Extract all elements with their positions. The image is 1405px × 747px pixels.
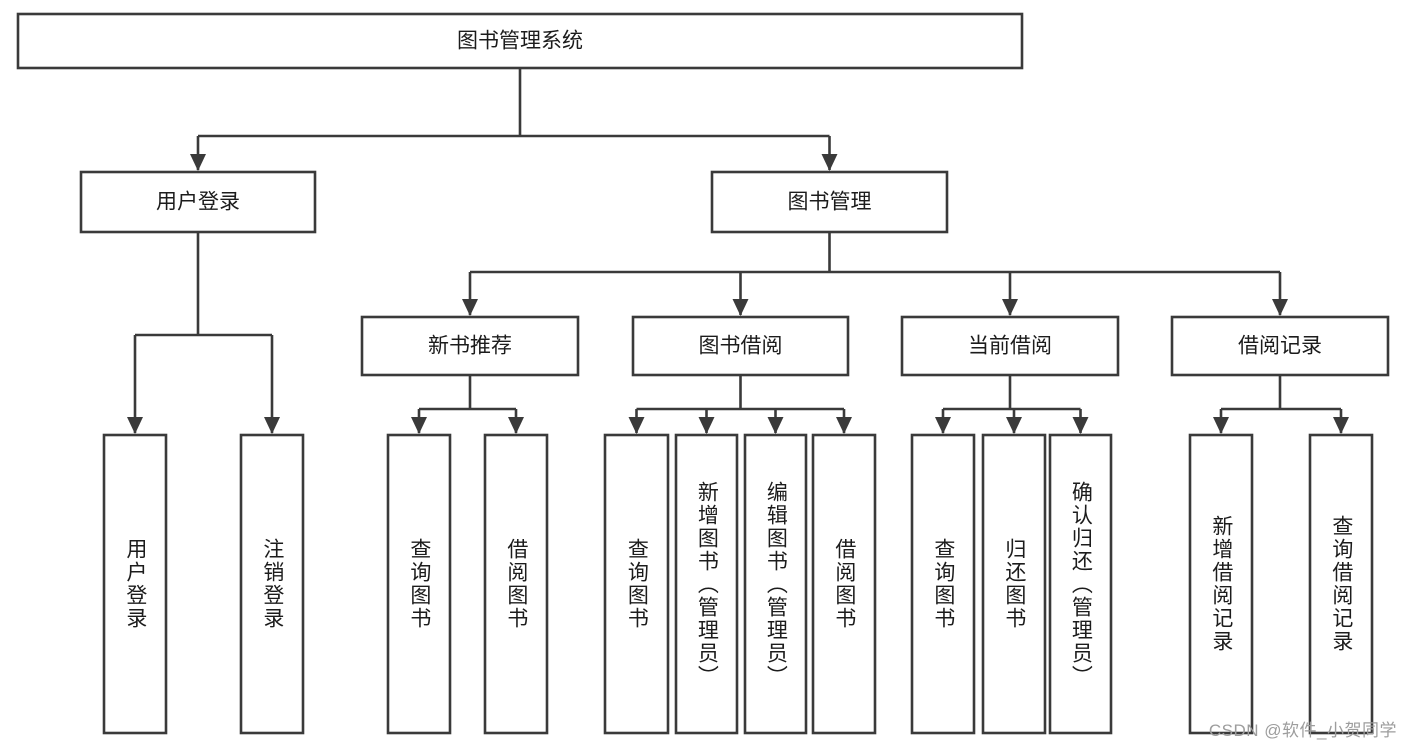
node-label-root: 图书管理系统	[457, 30, 583, 53]
node-box-leaf-query-book-cur[interactable]	[910, 433, 976, 735]
node-box-leaf-borrow-book-rec[interactable]	[483, 433, 549, 735]
arrow-head	[508, 417, 524, 434]
arrow-head	[1213, 417, 1229, 434]
node-box-leaf-logout[interactable]	[239, 433, 305, 735]
arrow-head	[935, 417, 951, 434]
watermark-text: CSDN @软件_小贺同学	[1208, 721, 1397, 740]
node-label-borrow-record: 借阅记录	[1238, 335, 1322, 358]
node-box-leaf-query-record[interactable]	[1308, 433, 1374, 735]
node-box-leaf-add-book[interactable]	[674, 433, 739, 735]
node-box-borrow-record[interactable]	[1170, 315, 1390, 377]
node-label-book-borrow: 图书借阅	[699, 335, 783, 358]
arrow-head	[732, 299, 749, 316]
node-label-book-manage: 图书管理	[788, 191, 872, 214]
connector-layer	[127, 68, 1349, 434]
node-label-new-book-rec: 新书推荐	[428, 335, 512, 358]
node-box-leaf-return-book[interactable]	[981, 433, 1047, 735]
arrow-head	[462, 299, 478, 316]
arrow-head	[127, 417, 143, 434]
arrow-head	[836, 417, 852, 434]
arrow-head	[1002, 299, 1018, 316]
arrow-head	[1072, 417, 1089, 434]
node-box-new-book-rec[interactable]	[360, 315, 580, 377]
node-box-leaf-query-book-rec[interactable]	[386, 433, 452, 735]
node-box-book-borrow[interactable]	[631, 315, 850, 377]
node-box-leaf-edit-book[interactable]	[743, 433, 808, 735]
node-box-leaf-query-book-borrow[interactable]	[603, 433, 670, 735]
arrow-head	[698, 417, 715, 434]
arrow-head	[1006, 417, 1022, 434]
arrow-head	[767, 417, 784, 434]
arrow-head	[264, 417, 280, 434]
arrow-head	[1272, 299, 1288, 316]
node-box-user-login[interactable]	[79, 170, 317, 234]
node-box-book-manage[interactable]	[710, 170, 949, 234]
arrow-head	[628, 417, 645, 434]
arrow-head	[1333, 417, 1349, 434]
node-label-current-borrow: 当前借阅	[968, 335, 1052, 358]
arrow-head	[190, 154, 206, 171]
node-box-root[interactable]	[16, 12, 1024, 70]
arrow-head	[821, 154, 838, 171]
node-box-leaf-borrow-book[interactable]	[811, 433, 877, 735]
node-box-leaf-confirm-return[interactable]	[1048, 433, 1113, 735]
node-box-layer	[16, 12, 1390, 735]
node-label-user-login: 用户登录	[156, 191, 240, 214]
node-box-current-borrow[interactable]	[900, 315, 1120, 377]
node-box-leaf-user-login[interactable]	[102, 433, 168, 735]
arrow-head	[411, 417, 427, 434]
node-box-leaf-add-record[interactable]	[1188, 433, 1254, 735]
